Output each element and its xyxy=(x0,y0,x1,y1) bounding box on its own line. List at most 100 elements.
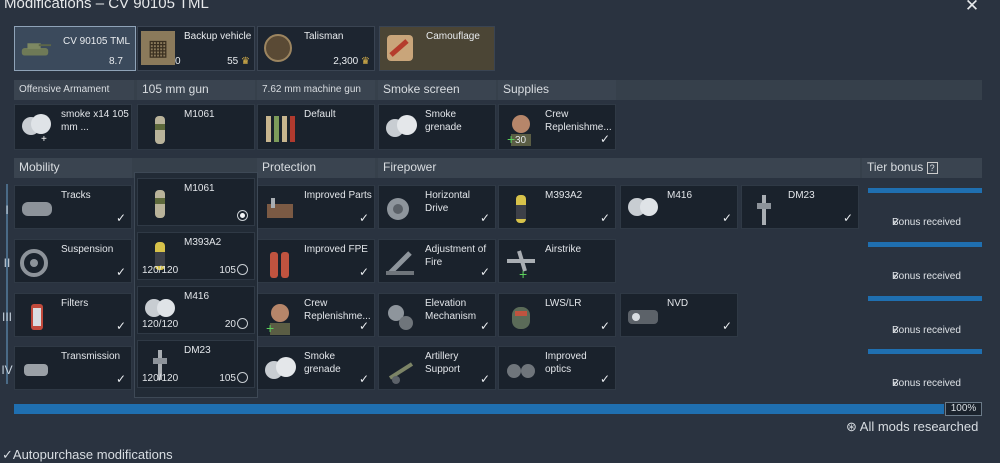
night-vision-icon xyxy=(624,298,662,336)
shell-icon xyxy=(141,183,179,221)
checkmark-icon: ✓ xyxy=(358,319,369,333)
smoke-grenade-card[interactable]: Smoke grenade xyxy=(378,104,496,150)
mod-card-improved-parts[interactable]: Improved Parts✓ xyxy=(257,185,375,229)
checkmark-icon: ✓ xyxy=(479,265,490,279)
extinguisher-icon xyxy=(261,244,299,282)
mod-card-nvd[interactable]: NVD✓ xyxy=(620,293,738,337)
tier-label: I xyxy=(5,203,9,217)
smoke-grenade-icon xyxy=(261,351,299,389)
talisman-card[interactable]: Talisman 2,300 ♛ xyxy=(257,26,375,71)
research-icon: ⊛ xyxy=(846,419,860,434)
backup-vehicle-card[interactable]: ▦ Backup vehicle 0 55 ♛ xyxy=(137,26,255,71)
sensor-icon xyxy=(502,298,540,336)
filter-icon xyxy=(18,298,56,336)
smoke-shell-label: smoke x14 105 mm ... xyxy=(61,109,129,133)
crew-icon: + xyxy=(502,109,540,147)
checkmark-icon: ✓ xyxy=(721,319,732,333)
mod-card-suspension[interactable]: Suspension✓ xyxy=(14,239,132,283)
checkmark-icon: ✓ xyxy=(599,211,610,225)
checkbox-icon[interactable]: ✓ xyxy=(2,447,13,462)
radio-selected[interactable] xyxy=(237,210,248,221)
mod-card-smoke-grenade[interactable]: Smoke grenade✓ xyxy=(257,346,375,390)
mod-card-improved-optics[interactable]: Improved optics✓ xyxy=(498,346,616,390)
mod-card-m393a2[interactable]: M393A2✓ xyxy=(498,185,616,229)
mod-card-lws-lr[interactable]: LWS/LR✓ xyxy=(498,293,616,337)
shell-option[interactable]: M1061 xyxy=(137,178,255,226)
suspension-icon xyxy=(18,244,56,282)
checkmark-icon: ✓ xyxy=(599,372,610,386)
artillery-icon xyxy=(382,244,420,282)
smoke-grenade-label: Smoke grenade xyxy=(425,109,462,133)
title-bar: Modifications – CV 90105 TML ✕ xyxy=(0,0,1000,15)
talisman-icon xyxy=(261,31,295,65)
tier-label: III xyxy=(1,310,12,324)
autopurchase-toggle[interactable]: ✓Autopurchase modifications xyxy=(2,447,173,462)
tier-bonus-4: ✓ Bonus received xyxy=(868,349,982,395)
checkmark-icon: ✓ xyxy=(479,319,490,333)
mod-card-dm23[interactable]: DM23✓ xyxy=(741,185,859,229)
tier-line xyxy=(6,184,8,384)
checkmark-icon: ✓ xyxy=(115,319,126,333)
tier-bonus-2: ✓ Bonus received xyxy=(868,242,982,288)
radio-button[interactable] xyxy=(237,264,248,275)
gun-shell-card[interactable]: M1061 xyxy=(137,104,255,150)
svg-text:+: + xyxy=(41,134,47,144)
smoke-shell-icon xyxy=(141,291,179,329)
mod-card-transmission[interactable]: Transmission✓ xyxy=(14,346,132,390)
tier-bonus-header: Tier bonus ? xyxy=(862,158,982,178)
crew-label: Crew Replenishme... xyxy=(545,109,612,133)
mod-card-improved-fpe[interactable]: Improved FPE✓ xyxy=(257,239,375,283)
checkmark-icon: ✓ xyxy=(892,325,901,336)
checkmark-icon: ✓ xyxy=(892,378,901,389)
checkmark-icon: ✓ xyxy=(358,211,369,225)
svg-text:+: + xyxy=(266,320,274,335)
airplane-icon: + xyxy=(502,244,540,282)
checkmark-icon: ✓ xyxy=(115,372,126,386)
camouflage-card[interactable]: Camouflage xyxy=(379,26,495,71)
radio-button[interactable] xyxy=(237,372,248,383)
apfsds-icon xyxy=(141,345,179,383)
close-button[interactable]: ✕ xyxy=(964,0,980,15)
mod-card-crew-replenishment[interactable]: +Crew Replenishme...✓ xyxy=(257,293,375,337)
mobility-header: Mobility xyxy=(14,158,132,178)
smoke-shell-icon xyxy=(624,190,662,228)
tools-icon xyxy=(261,190,299,228)
crew-card[interactable]: + Crew Replenishme... 30 ✓ xyxy=(498,104,616,150)
crew-count: 30 xyxy=(515,135,527,146)
svg-text:+: + xyxy=(519,266,527,279)
battle-rating: 8.7 xyxy=(109,56,123,67)
mod-card-elevation-mechanism[interactable]: Elevation Mechanism✓ xyxy=(378,293,496,337)
smoke-cloud-icon: + xyxy=(18,109,56,147)
eagle-icon: ♛ xyxy=(238,56,250,67)
svg-text:+: + xyxy=(507,131,515,146)
mod-card-artillery-support[interactable]: Artillery Support✓ xyxy=(378,346,496,390)
radio-button[interactable] xyxy=(237,318,248,329)
camouflage-icon xyxy=(383,31,417,65)
window-title: Modifications – CV 90105 TML xyxy=(4,0,209,12)
backup-price: 55 ♛ xyxy=(227,56,250,67)
help-icon[interactable]: ? xyxy=(926,162,938,174)
tracks-icon xyxy=(18,190,56,228)
smoke-screen-header: Smoke screen xyxy=(378,80,496,100)
mod-card-horizontal-drive[interactable]: Horizontal Drive✓ xyxy=(378,185,496,229)
smoke-grenade-icon xyxy=(382,109,420,147)
mod-card-filters[interactable]: Filters✓ xyxy=(14,293,132,337)
mod-card-tracks[interactable]: Tracks✓ xyxy=(14,185,132,229)
mod-card-adjustment-of-fire[interactable]: Adjustment of Fire✓ xyxy=(378,239,496,283)
bullets-icon xyxy=(261,109,299,147)
mg-belt-card[interactable]: Default xyxy=(257,104,375,150)
mod-card-m416[interactable]: M416✓ xyxy=(620,185,738,229)
tier-bonus-1: ✓ Bonus received xyxy=(868,188,982,234)
vehicle-card[interactable]: CV 90105 TML 8.7 xyxy=(14,26,136,71)
checkmark-icon: ✓ xyxy=(358,265,369,279)
checkmark-icon: ✓ xyxy=(842,211,853,225)
apfsds-icon xyxy=(745,190,783,228)
smoke-shell-card[interactable]: + smoke x14 105 mm ... xyxy=(14,104,132,150)
supplies-header: Supplies xyxy=(498,80,616,100)
binoculars-icon xyxy=(502,351,540,389)
mod-card-airstrike[interactable]: +Airstrike xyxy=(498,239,616,283)
checkmark-icon: ✓ xyxy=(358,372,369,386)
